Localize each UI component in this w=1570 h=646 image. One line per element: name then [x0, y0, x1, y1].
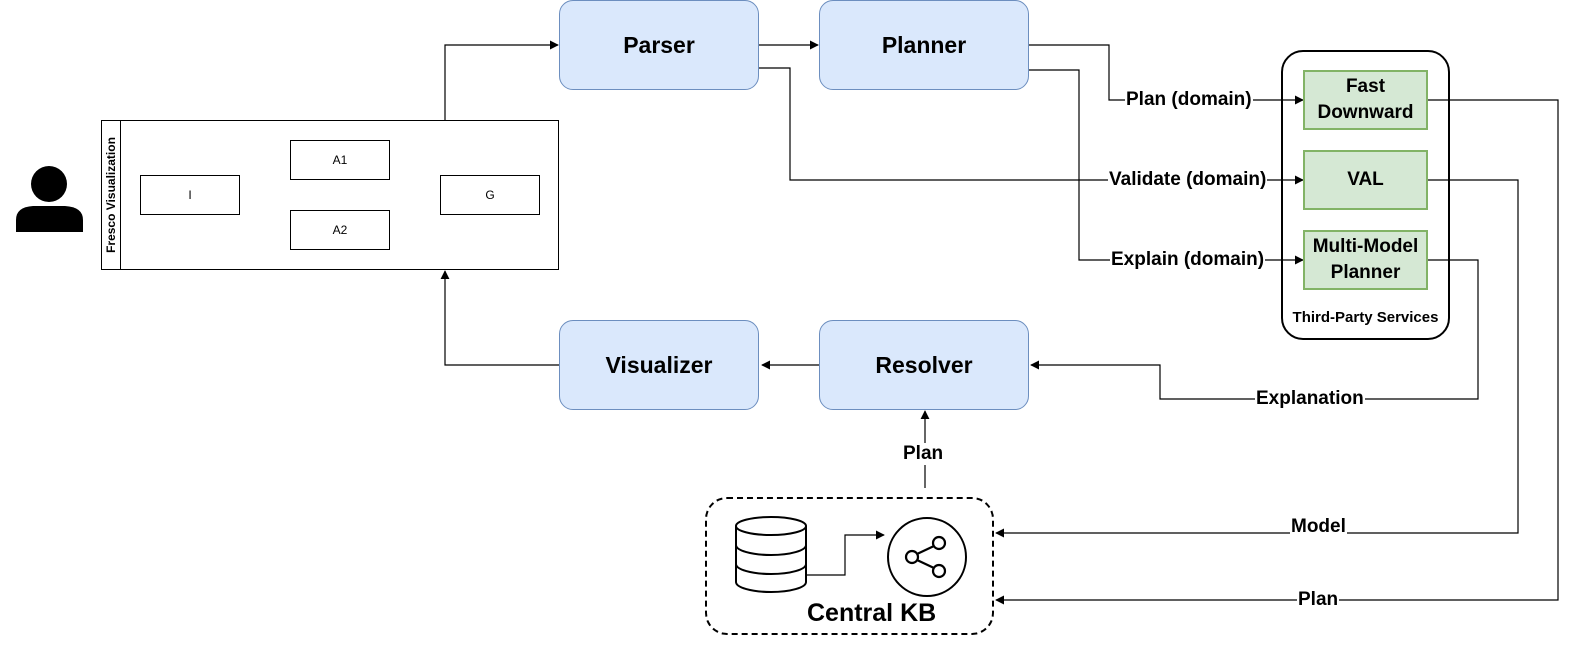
panel-title-strip: Fresco Visualization [102, 121, 121, 269]
central-kb-group: Central KB [705, 497, 994, 635]
val-node: VAL [1303, 150, 1428, 210]
resolver-node: Resolver [819, 320, 1029, 410]
panel-node-i: I [140, 175, 240, 215]
explanation-label: Explanation [1255, 388, 1365, 410]
fast-downward-node: Fast Downward [1303, 70, 1428, 130]
third-party-caption: Third-Party Services [1292, 309, 1439, 326]
third-party-services-group: Third-Party Services [1281, 50, 1450, 340]
planner-node: Planner [819, 0, 1029, 90]
plan-to-kb-label: Plan [1297, 589, 1340, 611]
plan-to-resolver-label: Plan [902, 443, 945, 465]
model-label: Model [1290, 516, 1347, 538]
panel-node-a2: A2 [290, 210, 390, 250]
edge-db-to-share [806, 530, 885, 576]
validate-domain-label: Validate (domain) [1108, 169, 1268, 191]
plan-domain-label: Plan (domain) [1125, 89, 1253, 111]
share-icon [887, 517, 967, 597]
explain-domain-label: Explain (domain) [1110, 249, 1266, 271]
edge-panel-to-parser [444, 40, 559, 120]
parser-node: Parser [559, 0, 759, 90]
user-icon [16, 166, 83, 232]
central-kb-title: Central KB [807, 599, 937, 627]
edge-parser-validate [759, 67, 1304, 185]
panel-node-a1: A1 [290, 140, 390, 180]
edge-val-model [995, 179, 1519, 538]
database-icon [735, 516, 807, 593]
visualizer-node: Visualizer [559, 320, 759, 410]
panel-title: Fresco Visualization [104, 137, 118, 253]
panel-node-g: G [440, 175, 540, 215]
edge-fd-plan [995, 99, 1559, 605]
multi-model-planner-node: Multi-Model Planner [1303, 230, 1428, 290]
edge-visualizer-to-panel [440, 270, 559, 366]
